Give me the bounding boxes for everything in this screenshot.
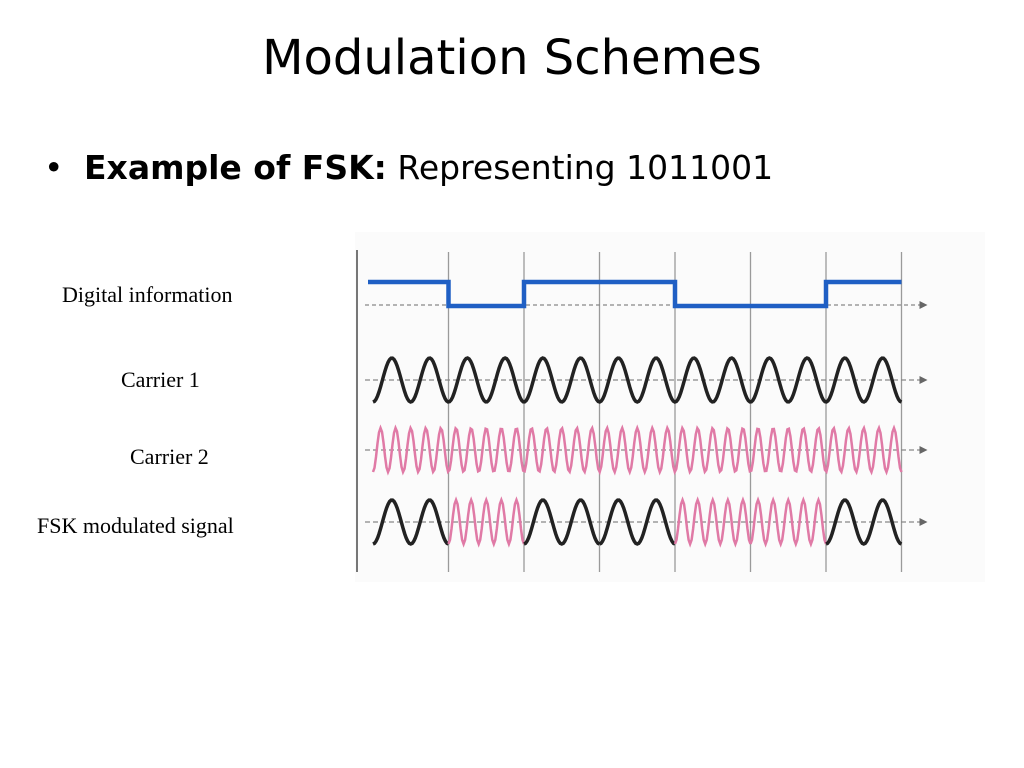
fsk-segment-carrier-1 bbox=[523, 498, 601, 546]
label-digital-information: Digital information bbox=[62, 282, 233, 307]
fsk-segment-carrier-1 bbox=[598, 498, 676, 546]
fsk-segment-carrier-1 bbox=[825, 498, 903, 546]
fsk-diagram bbox=[355, 232, 985, 582]
fsk-segment-carrier-2 bbox=[749, 496, 828, 548]
bullet-marker: • bbox=[44, 148, 64, 187]
bullet-label: Example of FSK: bbox=[84, 148, 387, 187]
digital-information-wave bbox=[368, 279, 902, 309]
carrier-1-wave bbox=[372, 356, 903, 404]
carrier-2-wave bbox=[371, 424, 903, 476]
slide-title: Modulation Schemes bbox=[262, 30, 762, 86]
axis-arrow-icon bbox=[919, 301, 928, 309]
bullet-item: • Example of FSK: Representing 1011001 bbox=[44, 148, 773, 187]
fsk-segment-carrier-1 bbox=[372, 498, 450, 546]
label-fsk-signal: FSK modulated signal bbox=[37, 513, 234, 538]
fsk-segment-carrier-2 bbox=[673, 496, 752, 548]
fsk-segment-carrier-2 bbox=[447, 496, 526, 548]
fsk-waveforms bbox=[356, 250, 928, 572]
label-carrier-1: Carrier 1 bbox=[121, 367, 200, 392]
axis-arrow-icon bbox=[919, 376, 928, 384]
axis-arrow-icon bbox=[919, 446, 928, 454]
bullet-text: Representing 1011001 bbox=[386, 148, 774, 187]
axis-arrow-icon bbox=[919, 518, 928, 526]
label-carrier-2: Carrier 2 bbox=[130, 444, 209, 469]
